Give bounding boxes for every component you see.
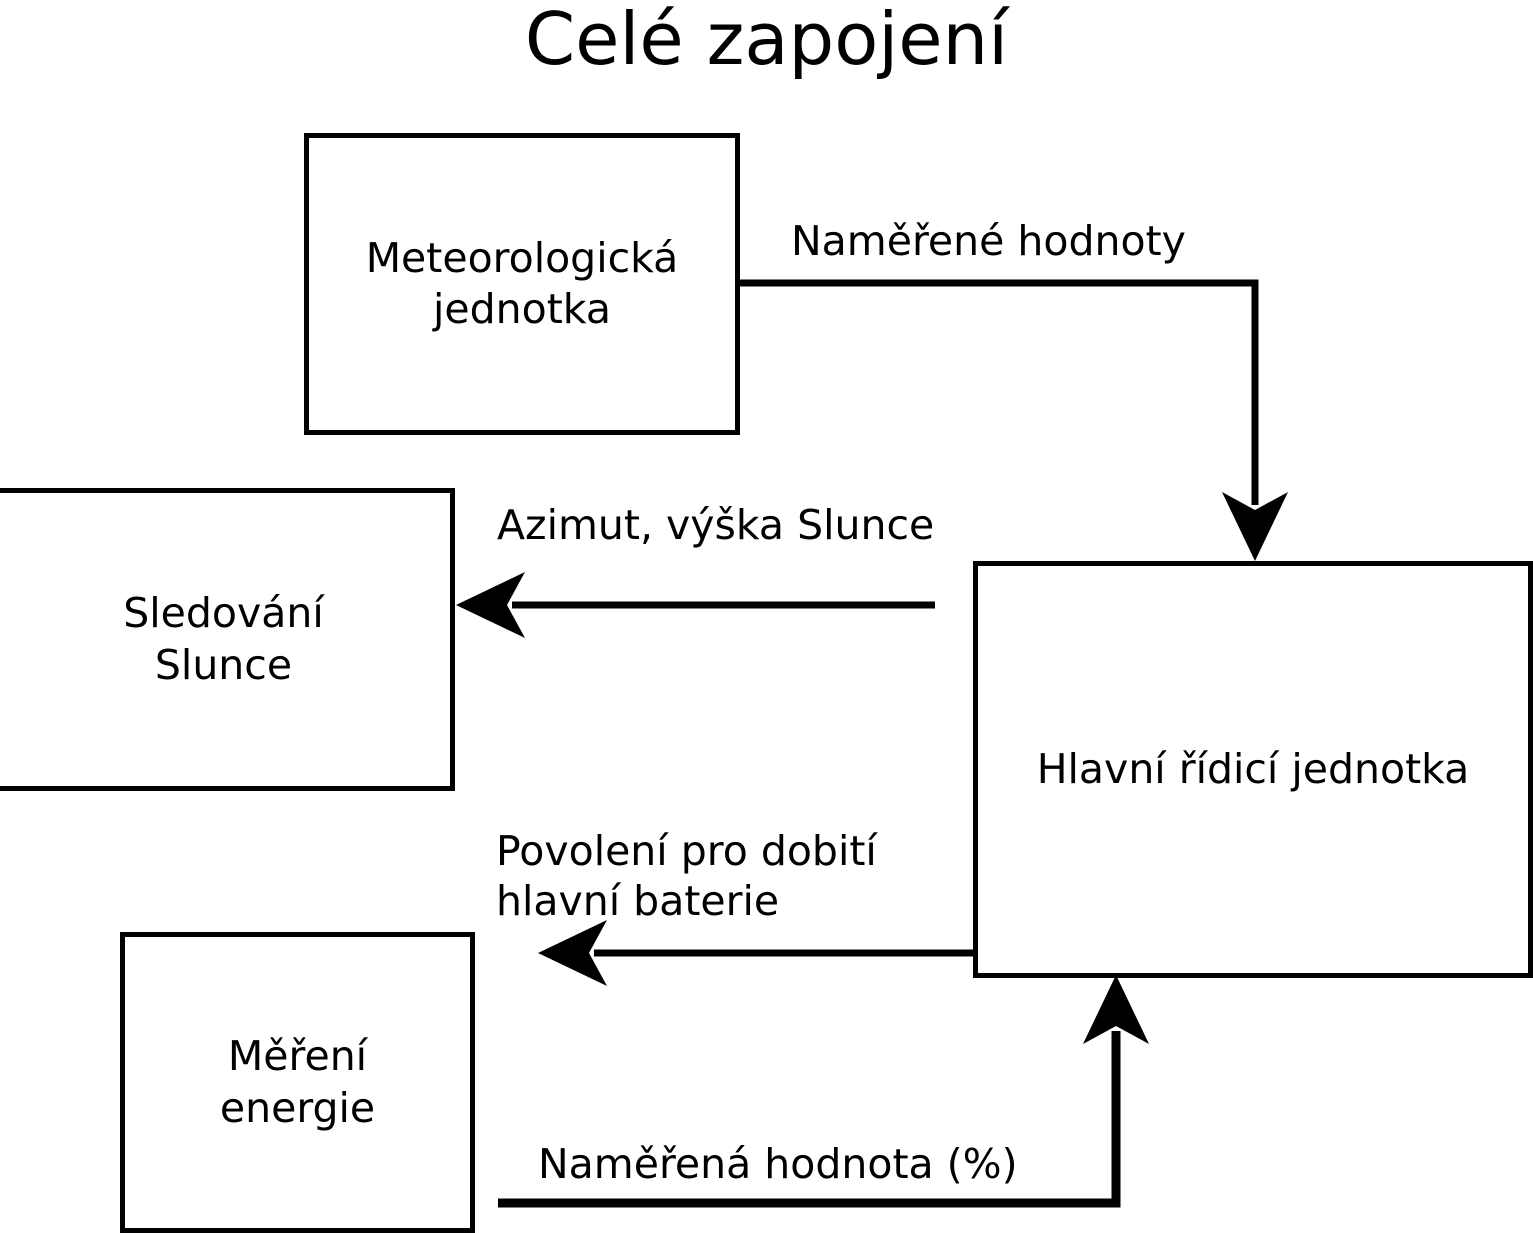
node-meteorologicka-jednotka[interactable]: Meteorologická jednotka <box>304 133 740 435</box>
edge-label-measured-percent: Naměřená hodnota (%) <box>538 1140 1018 1188</box>
node-label: Hlavní řídicí jednotka <box>1036 744 1470 793</box>
arrowhead-down-icon <box>1222 492 1288 561</box>
arrowhead-left-icon <box>538 920 607 986</box>
edge-label-charge-permission: Povolení pro dobití hlavní baterie <box>496 827 877 926</box>
connector-charge-permission <box>538 920 973 986</box>
arrowhead-left-icon <box>456 572 525 638</box>
connector-azimuth <box>456 572 935 638</box>
edge-label-azimuth: Azimut, výška Slunce <box>497 501 935 549</box>
node-label: Meteorologická jednotka <box>365 233 679 333</box>
node-label: Sledování Slunce <box>123 589 324 689</box>
page-title: Celé zapojení <box>524 0 1009 81</box>
node-sledovani-slunce[interactable]: Sledování Slunce <box>0 488 455 791</box>
edge-label-measured-values: Naměřené hodnoty <box>791 217 1186 265</box>
arrowhead-up-icon <box>1083 975 1149 1044</box>
connector-measured-percent <box>498 975 1149 1208</box>
node-mereni-energie[interactable]: Měření energie <box>120 932 475 1233</box>
node-hlavni-ridici-jednotka[interactable]: Hlavní řídicí jednotka <box>973 561 1533 978</box>
node-label: Měření energie <box>219 1032 376 1132</box>
connector-measured-values <box>740 279 1288 561</box>
